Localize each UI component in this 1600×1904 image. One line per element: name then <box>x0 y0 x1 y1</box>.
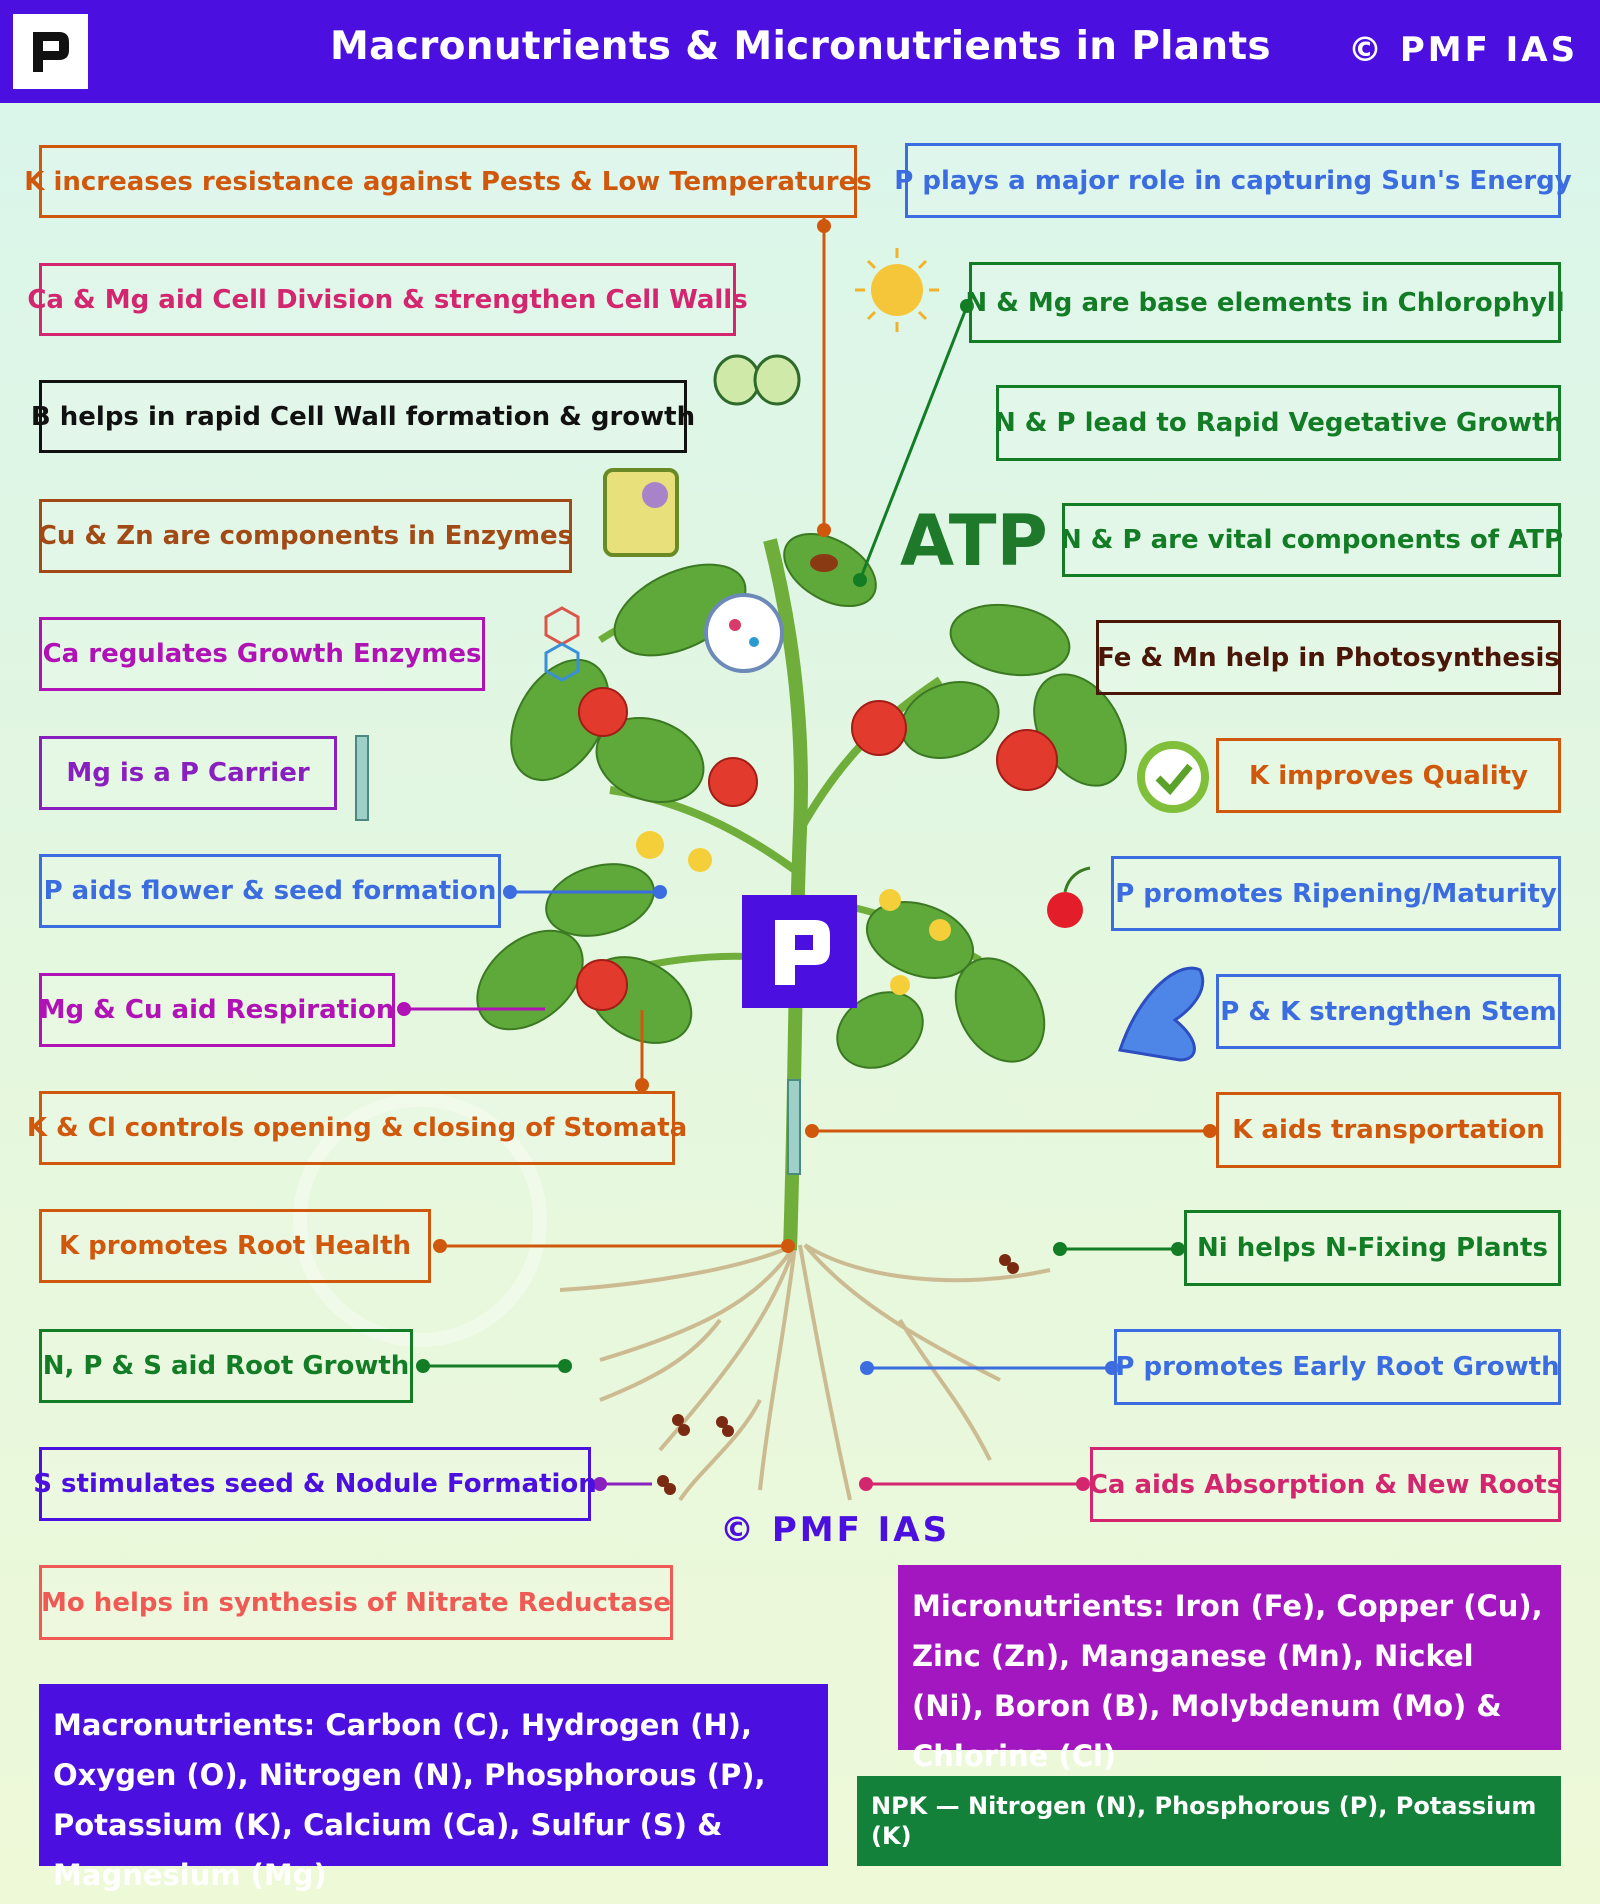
npk-panel: NPK — Nitrogen (N), Phosphorous (P), Pot… <box>857 1776 1561 1866</box>
flowers <box>636 831 951 995</box>
label-p-flower-seed: P aids flower & seed formation <box>39 854 501 928</box>
label-cu-zn-enzymes: Cu & Zn are components in Enzymes <box>38 499 573 573</box>
label-s-seed-nodule: S stimulates seed & Nodule Formation <box>33 1447 597 1521</box>
tomato-fruits <box>576 687 1058 1011</box>
plant-cell-icon <box>603 468 679 557</box>
bicep-icon <box>1118 966 1205 1062</box>
label-p-ripening: P promotes Ripening/Maturity <box>1111 856 1561 931</box>
label-ca-absorption-roots: Ca aids Absorption & New Roots <box>1089 1447 1562 1522</box>
svg-text:ATP: ATP <box>900 500 1048 582</box>
molecule-icon <box>544 606 580 682</box>
label-k-transportation: K aids transportation <box>1216 1092 1561 1168</box>
label-b-cell-wall: B helps in rapid Cell Wall formation & g… <box>31 380 695 453</box>
macronutrients-panel: Macronutrients: Carbon (C), Hydrogen (H)… <box>39 1684 828 1892</box>
label-n-p-vegetative-growth: N & P lead to Rapid Vegetative Growth <box>994 385 1563 461</box>
header-copyright: © PMF IAS <box>1348 30 1579 70</box>
cell-division-icon <box>713 354 801 406</box>
label-ni-n-fixing: Ni helps N-Fixing Plants <box>1184 1210 1561 1286</box>
label-k-cl-stomata: K & Cl controls opening & closing of Sto… <box>27 1091 687 1165</box>
label-p-k-stem: P & K strengthen Stem <box>1216 974 1561 1049</box>
label-mo-nitrate-reductase: Mo helps in synthesis of Nitrate Reducta… <box>39 1565 673 1640</box>
micronutrients-panel: Micronutrients: Iron (Fe), Copper (Cu), … <box>898 1565 1561 1773</box>
page-title: Macronutrients & Micronutrients in Plant… <box>330 24 1271 69</box>
label-mg-p-carrier: Mg is a P Carrier <box>39 736 337 810</box>
xylem-icon <box>355 735 801 1175</box>
connector-lines <box>397 216 1217 1491</box>
label-p-sun-energy: P plays a major role in capturing Sun's … <box>894 143 1572 218</box>
label-k-quality: K improves Quality <box>1216 738 1561 813</box>
label-n-mg-chlorophyll: N & Mg are base elements in Chlorophyll <box>965 262 1565 343</box>
label-p-early-root-growth: P promotes Early Root Growth <box>1114 1329 1561 1405</box>
label-nps-root-growth: N, P & S aid Root Growth <box>39 1329 413 1403</box>
label-mg-cu-respiration: Mg & Cu aid Respiration <box>39 973 395 1047</box>
plant-leaves <box>476 532 1127 1069</box>
sun-icon <box>855 248 939 332</box>
cherry-icon <box>1047 866 1091 928</box>
label-ca-mg-cell-division: Ca & Mg aid Cell Division & strengthen C… <box>27 263 748 336</box>
watermark-copyright: © PMF IAS <box>720 1510 951 1550</box>
atp-icon: ATP <box>900 500 1048 582</box>
label-n-p-atp: N & P are vital components of ATP <box>1060 503 1563 577</box>
watermark-circle <box>293 1093 547 1347</box>
pest-icon <box>810 554 838 572</box>
center-pmf-logo <box>742 895 857 1008</box>
plant-roots <box>559 1243 1051 1502</box>
pmf-logo-icon <box>33 32 69 72</box>
check-badge-icon <box>1137 741 1209 813</box>
label-k-root-health: K promotes Root Health <box>39 1209 431 1283</box>
label-ca-growth-enzymes: Ca regulates Growth Enzymes <box>39 617 485 691</box>
label-fe-mn-photosynthesis: Fe & Mn help in Photosynthesis <box>1096 620 1561 695</box>
seed-icons <box>657 1254 1019 1495</box>
bacteria-icon <box>704 593 784 673</box>
label-k-pest-resistance: K increases resistance against Pests & L… <box>24 145 872 218</box>
header-bar: Macronutrients & Micronutrients in Plant… <box>0 0 1600 103</box>
logo <box>13 14 88 89</box>
